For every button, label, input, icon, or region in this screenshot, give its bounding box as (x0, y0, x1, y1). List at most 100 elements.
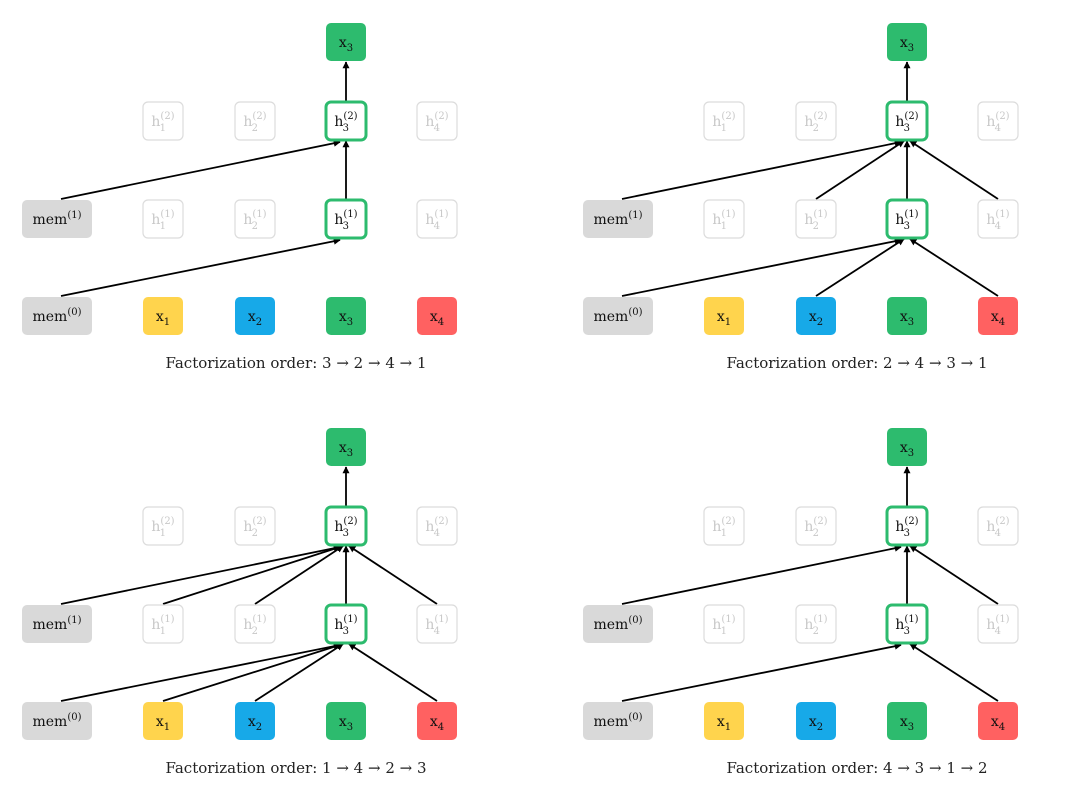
memory-label: mem(0) (593, 712, 642, 730)
input-token-1: x1 (704, 702, 744, 740)
output-node: x3 (326, 428, 366, 466)
hidden-node-layer2-3: h(2)3 (324, 100, 368, 142)
output-box (326, 23, 366, 61)
input-box (143, 297, 183, 335)
memory-box (583, 297, 653, 335)
hidden-node-layer2-1: h(2)1 (142, 506, 184, 546)
hidden-node-layer1-1: h(1)1 (703, 199, 745, 239)
input-label: x1 (717, 714, 731, 733)
input-token-3: x3 (887, 702, 927, 740)
hidden-label: h(2)3 (895, 111, 918, 134)
output-label: x3 (339, 440, 353, 459)
memory-label: mem(0) (32, 712, 81, 730)
arrow-mem-to-h3-layer2 (621, 544, 902, 605)
hidden-box (703, 199, 745, 239)
input-label: x4 (991, 714, 1005, 733)
memory-box (22, 297, 92, 335)
input-token-4: x4 (417, 702, 457, 740)
hidden-node-layer2-3: h(2)3 (324, 505, 368, 547)
hidden-node-layer1-4: h(1)4 (977, 604, 1019, 644)
input-token-3: x3 (326, 297, 366, 335)
input-token-4: x4 (978, 702, 1018, 740)
hidden-box (703, 101, 745, 141)
hidden-node-layer2-4: h(2)4 (416, 101, 458, 141)
arrow-x2-to-h3-layer1 (815, 238, 905, 297)
hidden-box (977, 199, 1019, 239)
input-box (704, 702, 744, 740)
output-node: x3 (887, 23, 927, 61)
input-label: x2 (809, 714, 823, 733)
hidden-label: h(2)1 (712, 111, 735, 134)
hidden-node-layer2-1: h(2)1 (703, 506, 745, 546)
hidden-label: h(2)4 (986, 111, 1009, 134)
input-label: x1 (717, 309, 731, 328)
arrow-x2-to-h3-layer1 (254, 643, 344, 702)
hidden-node-layer2-2: h(2)2 (795, 506, 837, 546)
arrow-mem-to-h3-layer1 (621, 237, 902, 297)
output-label: x3 (900, 35, 914, 54)
hidden-node-layer1-4: h(1)4 (977, 199, 1019, 239)
memory-node-bottom: mem(0) (22, 702, 92, 740)
arrow-x4-to-h3-layer1 (909, 643, 999, 702)
hidden-node-layer2-4: h(2)4 (977, 506, 1019, 546)
memory-box (22, 605, 92, 643)
arrows (60, 466, 438, 702)
memory-label: mem(1) (32, 210, 81, 228)
input-box (235, 702, 275, 740)
input-label: x4 (430, 309, 444, 328)
hidden-label: h(2)2 (243, 111, 266, 134)
memory-box (583, 702, 653, 740)
hidden-box (234, 101, 276, 141)
hidden-box (703, 604, 745, 644)
hidden-label: h(2)3 (334, 516, 357, 539)
input-box (978, 702, 1018, 740)
input-box (704, 297, 744, 335)
arrows (621, 61, 999, 297)
memory-label: mem(0) (593, 615, 642, 633)
memory-node-bottom: mem(0) (583, 297, 653, 335)
output-box (887, 428, 927, 466)
hidden-box (142, 506, 184, 546)
hidden-label: h(1)4 (425, 614, 448, 637)
arrow-h2-layer1-to-h3-layer2 (815, 140, 905, 200)
input-box (417, 297, 457, 335)
memory-node-bottom: mem(0) (22, 297, 92, 335)
hidden-label: h(1)1 (151, 614, 174, 637)
memory-label: mem(0) (593, 307, 642, 325)
hidden-label: h(1)2 (243, 614, 266, 637)
input-label: x4 (430, 714, 444, 733)
memory-box (22, 200, 92, 238)
input-label: x2 (809, 309, 823, 328)
hidden-box (795, 101, 837, 141)
input-label: x2 (248, 309, 262, 328)
hidden-node-layer2-2: h(2)2 (795, 101, 837, 141)
hidden-label: h(1)3 (334, 209, 357, 232)
hidden-node-layer1-1: h(1)1 (703, 604, 745, 644)
hidden-box (234, 604, 276, 644)
input-box (326, 297, 366, 335)
arrow-mem-to-h3-layer1 (60, 642, 341, 702)
input-token-2: x2 (796, 297, 836, 335)
arrow-h4-layer1-to-h3-layer2 (348, 545, 438, 605)
input-label: x1 (156, 309, 170, 328)
hidden-node-layer1-1: h(1)1 (142, 604, 184, 644)
arrow-h4-layer1-to-h3-layer2 (909, 140, 999, 200)
hidden-label: h(1)4 (986, 209, 1009, 232)
hidden-node-layer1-2: h(1)2 (795, 604, 837, 644)
hidden-node-layer1-1: h(1)1 (142, 199, 184, 239)
arrow-x4-to-h3-layer1 (909, 238, 999, 297)
input-box (235, 297, 275, 335)
memory-box (583, 605, 653, 643)
arrow-mem-to-h3-layer2 (60, 544, 341, 605)
input-box (887, 297, 927, 335)
hidden-box (703, 506, 745, 546)
input-token-3: x3 (326, 702, 366, 740)
hidden-label: h(1)1 (712, 209, 735, 232)
memory-label: mem(1) (32, 615, 81, 633)
hidden-node-layer2-2: h(2)2 (234, 101, 276, 141)
input-box (796, 702, 836, 740)
hidden-node-layer1-2: h(1)2 (234, 199, 276, 239)
hidden-node-layer1-2: h(1)2 (234, 604, 276, 644)
